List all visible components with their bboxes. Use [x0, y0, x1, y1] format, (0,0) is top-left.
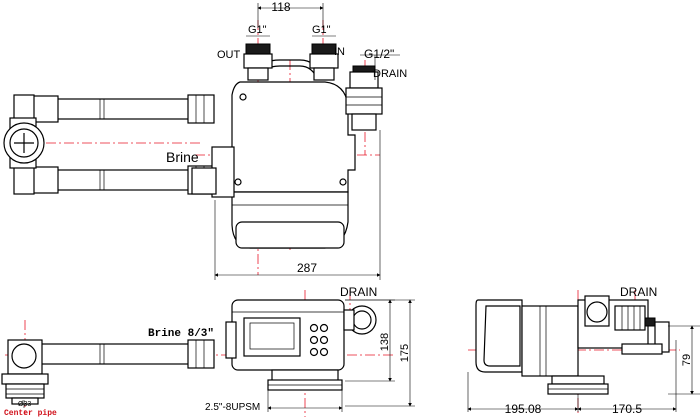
- out-thread-label: G1": [248, 24, 267, 36]
- front-pipe: [1, 339, 215, 405]
- base-thread-label: 2.5"-8UPSM: [205, 402, 260, 413]
- elbow: [13, 165, 35, 195]
- drain-label: DRAIN: [373, 68, 407, 80]
- top-view: 118 G1" G1" OUT IN G1/2" DRAIN Brine 287: [3, 0, 407, 280]
- in-label: IN: [334, 46, 345, 58]
- display-screen: [243, 317, 301, 357]
- in-port[interactable]: [309, 43, 339, 81]
- valve-body-front: [225, 299, 377, 391]
- lower-pipe: [34, 169, 196, 191]
- valve-body-top: [211, 59, 356, 249]
- union-nut: [187, 94, 215, 124]
- button-clean-icon[interactable]: [309, 347, 319, 357]
- dim-right: 170.5: [612, 402, 642, 416]
- center-dia-label: Ø33: [18, 401, 31, 408]
- button-down-icon[interactable]: [309, 335, 319, 345]
- dim-height-outer: 175: [399, 344, 411, 362]
- side-body: [521, 305, 579, 377]
- upper-pipe: [34, 98, 196, 120]
- button-up-icon[interactable]: [309, 323, 319, 333]
- button-menu-icon[interactable]: [319, 323, 329, 333]
- drain-thread-label: G1/2": [364, 47, 394, 61]
- button-power-icon[interactable]: [319, 347, 329, 357]
- out-port[interactable]: [243, 43, 273, 81]
- brine-port[interactable]: [191, 167, 217, 195]
- front-brine-label: Brine 8/3": [148, 328, 214, 340]
- dim-height: 79: [681, 354, 693, 366]
- pipe-coupling: [29, 166, 59, 194]
- bypass-pipes: [3, 94, 215, 195]
- dim-port-spacing: 118: [271, 0, 290, 14]
- dim-height-inner: 138: [379, 333, 391, 351]
- brine-label: Brine: [166, 149, 199, 165]
- out-label: OUT: [217, 49, 241, 61]
- drain-port[interactable]: [345, 65, 383, 131]
- in-thread-label: G1": [312, 24, 331, 36]
- front-view: DRAIN Brine 8/3" 138 175 2.5"-8UPSM Ø33 …: [1, 285, 415, 417]
- side-view: DRAIN 195.08 170.5 79: [467, 285, 700, 416]
- front-drain-label: DRAIN: [340, 285, 377, 299]
- dim-left: 195.08: [505, 402, 542, 416]
- cabinet-front: [475, 299, 523, 373]
- dim-length: 287: [297, 261, 317, 275]
- side-drain-label: DRAIN: [620, 285, 657, 299]
- center-pipe-label: Center pipe: [4, 409, 57, 417]
- button-set-icon[interactable]: [319, 335, 329, 345]
